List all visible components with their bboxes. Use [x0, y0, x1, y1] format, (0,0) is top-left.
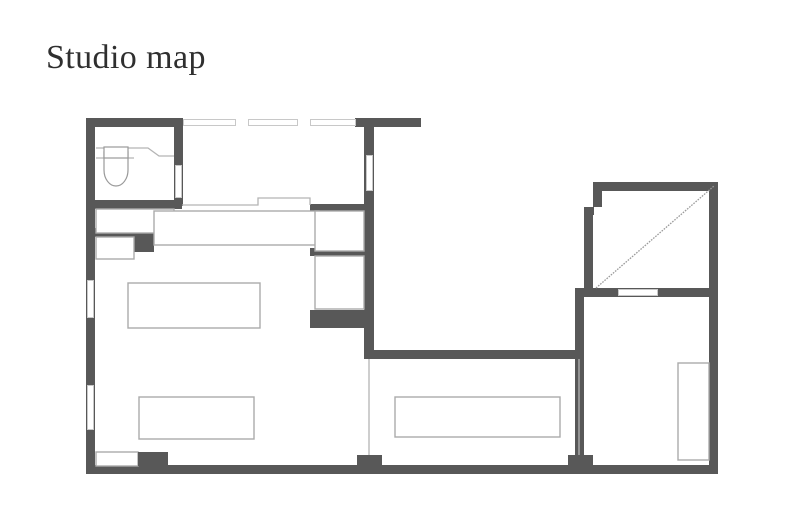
page-title: Studio map — [46, 39, 206, 76]
exterior-wall-bottom — [86, 465, 718, 474]
interior-wall-bathroom-bottom — [86, 200, 182, 209]
stair-diagonal-line — [595, 185, 715, 289]
closet-mid-lower — [314, 255, 365, 310]
fixtures-group — [103, 146, 129, 187]
exterior-wall-right — [709, 182, 718, 474]
table-lower-left — [138, 396, 255, 440]
cabinet-right-vertical — [677, 362, 710, 461]
door-stair-room-bottom — [618, 289, 658, 296]
column-bottom-left — [138, 452, 168, 466]
window-left-1 — [87, 280, 94, 318]
interior-wall-center-horizontal — [364, 350, 582, 359]
window-left-1-outline — [87, 280, 94, 318]
furniture-group — [95, 282, 710, 467]
interior-wall-bathroom-right — [174, 118, 183, 206]
window-top-1-outline — [183, 119, 236, 126]
stair-room-wall-top — [593, 182, 718, 191]
closet-mid-upper — [314, 210, 365, 252]
columns-group — [138, 452, 593, 466]
hall-ledge-top — [182, 197, 311, 206]
column-bottom-center — [357, 455, 382, 466]
toilet-tank-icon — [103, 146, 129, 159]
window-top-3 — [310, 119, 356, 126]
stair-room-wall-left-notch — [584, 207, 593, 292]
window-top-1 — [183, 119, 236, 126]
closet-lower-left — [95, 236, 135, 260]
openings-group — [87, 119, 658, 430]
exterior-wall-top-left — [86, 118, 182, 127]
door-bathroom-outline — [175, 165, 182, 198]
column-bottom-right — [568, 455, 593, 466]
interior-wall-mid-block — [310, 310, 374, 328]
door-bathroom — [175, 165, 182, 198]
table-center-bottom — [394, 396, 561, 438]
window-left-2 — [87, 385, 94, 430]
counter-long-upper — [153, 210, 320, 246]
window-left-2-outline — [87, 385, 94, 430]
interior-wall-mid-horiz-lower — [310, 248, 374, 256]
builtins-group — [95, 208, 365, 310]
window-top-3-outline — [310, 119, 356, 126]
door-central-wall-outline — [366, 155, 373, 191]
toilet-bowl-icon — [103, 151, 129, 187]
cabinet-bottom-left — [95, 451, 139, 467]
window-top-2-outline — [248, 119, 298, 126]
stair-room-wall-left-upper — [593, 182, 602, 207]
exterior-wall-top-right-stub — [355, 118, 421, 127]
door-stair-room-bottom-outline — [618, 289, 658, 296]
partitions-group — [368, 359, 580, 456]
interior-wall-central-vertical — [364, 118, 374, 358]
interior-wall-mid-horiz-upper — [310, 204, 374, 212]
door-central-wall — [366, 155, 373, 191]
stairs-group — [595, 185, 715, 289]
window-top-2 — [248, 119, 298, 126]
table-upper-left — [127, 282, 261, 329]
